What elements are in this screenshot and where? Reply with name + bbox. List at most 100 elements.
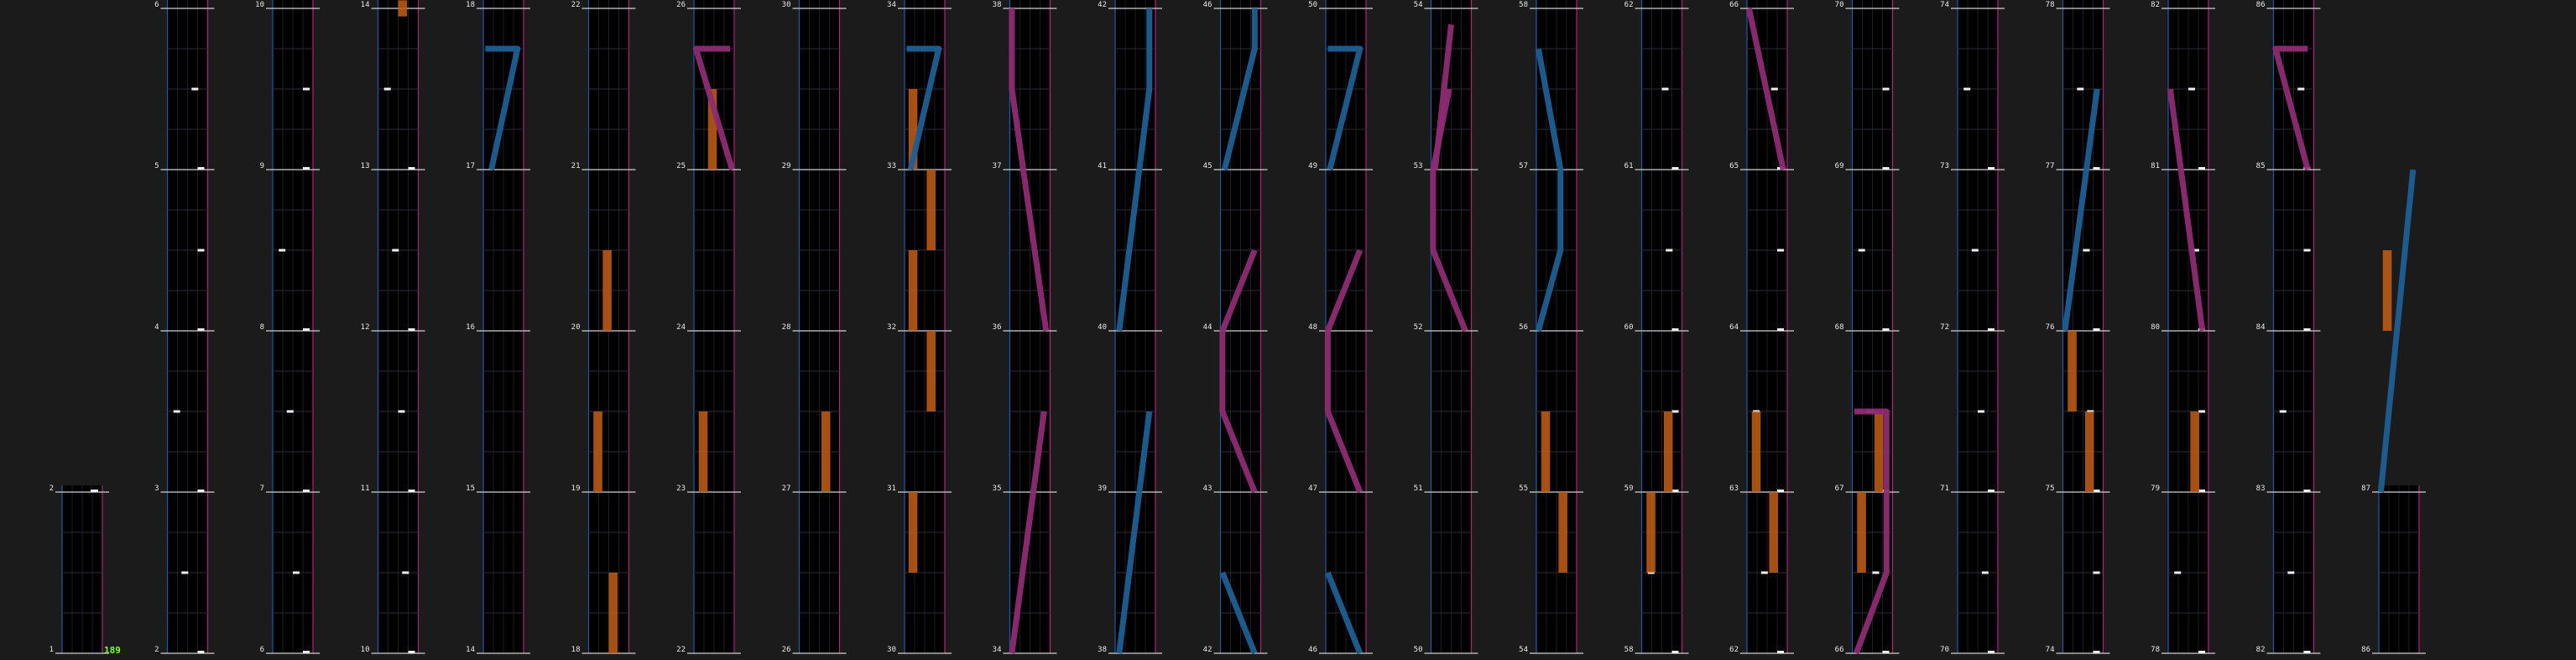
measure-number: 84	[2256, 323, 2266, 332]
measure-number: 81	[2151, 162, 2160, 170]
tap-note	[2198, 167, 2205, 170]
measure-number: 4	[154, 323, 159, 332]
slide-note	[1535, 48, 1564, 332]
measure-number: 11	[361, 485, 370, 493]
tap-note	[1666, 249, 1673, 252]
hold-note	[1751, 411, 1761, 492]
tap-note	[1777, 249, 1784, 252]
tap-note	[1671, 490, 1679, 492]
slide-note	[1219, 571, 1258, 655]
tap-note	[383, 87, 391, 91]
tap-note	[408, 167, 415, 170]
measure-number: 22	[571, 1, 581, 9]
tap-note	[303, 490, 310, 492]
measure-number: 17	[466, 162, 475, 170]
tap-note	[2287, 571, 2295, 574]
measure-number: 3	[154, 485, 159, 493]
measure-number: 18	[466, 1, 475, 9]
measure-number: 34	[887, 1, 896, 9]
tap-note	[197, 249, 205, 252]
measure-number: 2	[154, 646, 159, 654]
measure-number: 13	[361, 162, 370, 170]
tap-note	[1671, 410, 1679, 413]
tap-note	[181, 571, 189, 574]
measure-number: 56	[1519, 323, 1528, 332]
tap-note	[2174, 571, 2182, 574]
tap-note	[398, 410, 405, 413]
tap-note	[303, 87, 310, 91]
tap-note	[1988, 490, 1995, 492]
measure-number: 44	[1203, 323, 1212, 332]
hold-note	[608, 573, 618, 653]
hold-note	[908, 492, 918, 573]
tap-note	[197, 167, 205, 170]
slide-note	[1219, 249, 1258, 494]
measure-number: 69	[1835, 162, 1844, 170]
tap-note	[1661, 87, 1669, 91]
tap-note	[2192, 249, 2199, 252]
measure-number: 60	[1624, 323, 1634, 332]
tap-note	[2198, 490, 2205, 492]
combo-counter: 189	[104, 645, 121, 656]
hold-note	[1558, 492, 1567, 573]
measure-number: 7	[260, 485, 264, 493]
measure-number: 9	[260, 162, 264, 170]
measure-number: 8	[260, 323, 264, 332]
tap-note	[1777, 651, 1784, 653]
measure-number: 70	[1835, 1, 1844, 9]
hold-note	[2084, 411, 2094, 492]
measure-number: 54	[1519, 646, 1528, 654]
measure-number: 1	[50, 646, 54, 654]
tap-note	[2093, 490, 2100, 492]
measure-number: 34	[993, 646, 1002, 654]
measure-number: 72	[1940, 323, 1949, 332]
hold-note	[1646, 492, 1656, 573]
tap-note	[197, 490, 205, 492]
tap-note	[408, 651, 415, 653]
measure-number: 58	[1624, 646, 1634, 654]
tap-note	[1858, 249, 1865, 252]
measure-number: 6	[154, 1, 159, 9]
hold-note	[1857, 492, 1866, 573]
hold-note	[1663, 411, 1673, 492]
tap-note	[1988, 651, 1995, 653]
tap-note	[1882, 651, 1890, 653]
tap-note	[1777, 490, 1784, 492]
measure-number: 78	[2046, 1, 2055, 9]
slide-note	[2272, 45, 2311, 170]
hold-note	[821, 411, 831, 492]
hold-note	[1874, 411, 1884, 492]
measure-number: 10	[255, 1, 264, 9]
hold-note	[1769, 492, 1778, 573]
slide-note	[1009, 411, 1047, 654]
measure-number: 24	[676, 323, 686, 332]
measure-number: 68	[1835, 323, 1844, 332]
tap-note	[1777, 328, 1784, 331]
measure-number: 50	[1414, 646, 1423, 654]
measure-number: 74	[2046, 646, 2055, 654]
measure-number: 58	[1519, 1, 1528, 9]
hold-note	[908, 89, 918, 170]
slide-note	[2167, 88, 2206, 332]
measure-number: 74	[1940, 1, 1949, 9]
measure-number: 66	[1835, 646, 1844, 654]
hold-note	[926, 170, 936, 250]
slide-note	[906, 45, 942, 170]
tap-note	[1981, 571, 1989, 574]
slide-note	[1854, 408, 1890, 655]
measure-number: 46	[1203, 1, 1212, 9]
measure-number: 26	[676, 1, 686, 9]
measure-number: 73	[1940, 162, 1949, 170]
tap-note	[1770, 87, 1778, 91]
measure-number: 77	[2046, 162, 2055, 170]
measure-number: 39	[1098, 485, 1107, 493]
tap-note	[1882, 328, 1890, 331]
tap-note	[191, 87, 199, 91]
tap-note	[279, 249, 286, 252]
measure-number: 57	[1519, 162, 1528, 170]
slide-note	[2062, 88, 2100, 332]
tap-note	[197, 651, 205, 653]
measure-number: 23	[676, 485, 686, 493]
hold-note	[698, 411, 708, 492]
measure-number: 14	[361, 1, 370, 9]
